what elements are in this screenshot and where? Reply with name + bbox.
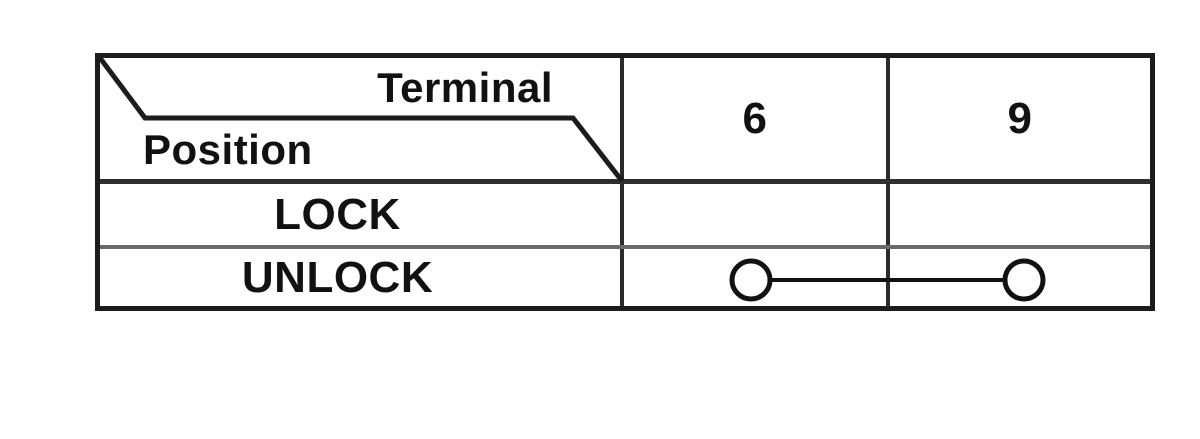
row-label-unlock: UNLOCK (241, 252, 434, 302)
terminal-column-header-9: 9 (1007, 93, 1033, 143)
terminal-header-label: Terminal (377, 64, 553, 111)
position-header-label: Position (143, 126, 313, 173)
continuity-table: Terminal Position 6 9 LOCK UNLOCK (95, 53, 1155, 311)
row-label-lock: LOCK (274, 189, 401, 239)
continuity-circle-terminal-9 (1002, 258, 1046, 302)
row-divider-header (100, 179, 1150, 184)
terminal-column-header-6: 6 (742, 93, 768, 143)
row-divider-lock-unlock (100, 245, 1150, 249)
continuity-circle-terminal-6 (729, 258, 773, 302)
continuity-table-grid: Terminal Position 6 9 LOCK UNLOCK (100, 58, 1150, 306)
